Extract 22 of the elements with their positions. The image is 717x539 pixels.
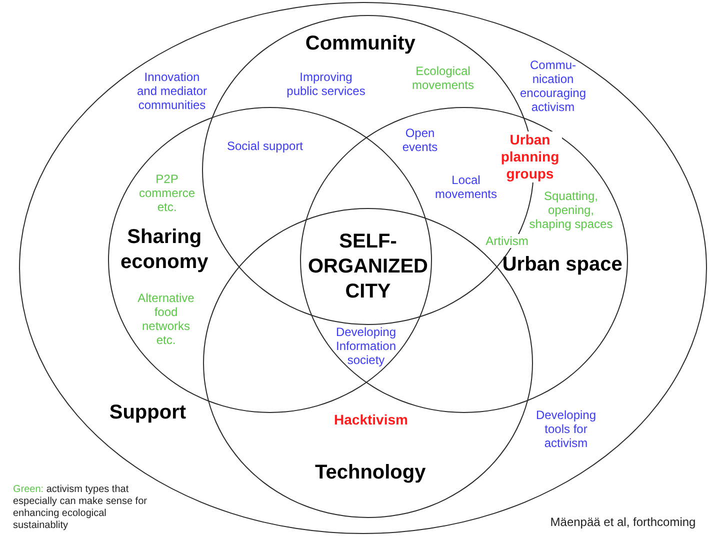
legend-note: Green: activism types that especially can make sense for enhancing ecological sustainablity <box>13 484 148 532</box>
set-title: Community <box>305 32 416 57</box>
source-citation: Mäenpää et al, forthcoming <box>550 515 696 529</box>
region-label: Artivism <box>484 234 530 248</box>
region-label: Squatting, opening, shaping spaces <box>528 189 614 231</box>
region-label: Developing tools for activism <box>534 408 598 450</box>
region-label: Innovation and mediator communities <box>136 70 208 112</box>
set-title: Technology <box>315 460 426 486</box>
region-label: Improving public services <box>286 70 366 98</box>
region-label: Alternative food networks etc. <box>136 291 196 347</box>
region-label: Hacktivism <box>334 412 408 428</box>
region-label: Developing Information society <box>334 325 398 367</box>
region-label: Open events <box>401 126 439 154</box>
region-label: Local movements <box>434 173 498 201</box>
center-title: SELF- ORGANIZED CITY <box>308 230 428 304</box>
region-label: Social support <box>226 139 304 153</box>
set-title: Urban space <box>502 252 622 278</box>
set-title: Sharing economy <box>119 225 210 276</box>
region-label: P2P commerce etc. <box>138 172 196 214</box>
region-label: Ecological movements <box>410 64 476 92</box>
region-label: Commu- nication encouraging activism <box>518 58 588 114</box>
region-title: Support <box>109 400 186 426</box>
